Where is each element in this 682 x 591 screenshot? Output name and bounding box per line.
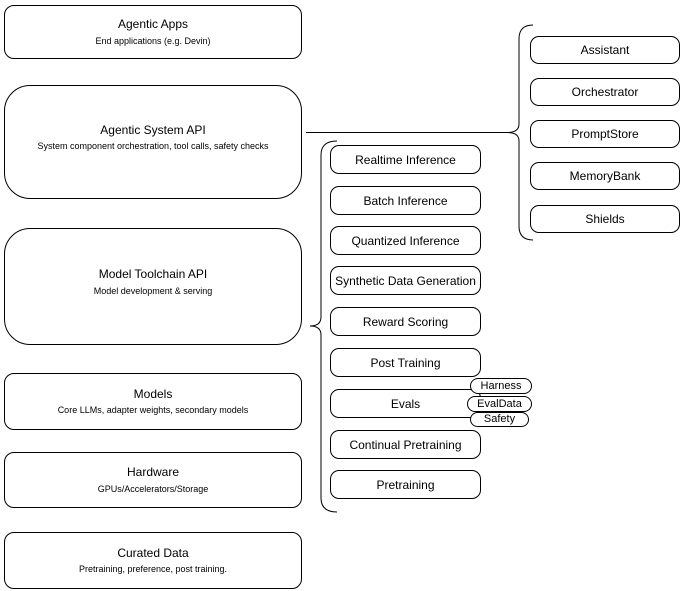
- tag-harness: Harness: [470, 378, 532, 394]
- node-title: Agentic Apps: [117, 17, 189, 32]
- node-models: Models Core LLMs, adapter weights, secon…: [4, 373, 302, 430]
- node-post-training: Post Training: [330, 348, 481, 377]
- node-quantized-inference: Quantized Inference: [330, 226, 481, 255]
- node-subtitle: System component orchestration, tool cal…: [37, 141, 269, 152]
- node-batch-inference: Batch Inference: [330, 186, 481, 215]
- node-evals: Evals: [330, 389, 481, 418]
- node-agentic-apps: Agentic Apps End applications (e.g. Devi…: [4, 5, 302, 59]
- node-hardware: Hardware GPUs/Accelerators/Storage: [4, 452, 302, 508]
- node-agentic-system-api: Agentic System API System component orch…: [4, 85, 302, 199]
- tag-safety: Safety: [470, 412, 529, 427]
- node-pretraining: Pretraining: [330, 470, 481, 499]
- node-title: Curated Data: [117, 545, 189, 560]
- node-subtitle: Model development & serving: [93, 285, 213, 296]
- node-assistant: Assistant: [530, 36, 680, 64]
- node-continual-pretraining: Continual Pretraining: [330, 430, 481, 459]
- node-subtitle: GPUs/Accelerators/Storage: [97, 483, 209, 494]
- node-reward-scoring: Reward Scoring: [330, 307, 481, 336]
- node-realtime-inference: Realtime Inference: [330, 145, 481, 174]
- node-title: Models: [133, 386, 173, 401]
- node-title: Agentic System API: [100, 122, 206, 137]
- node-shields: Shields: [530, 205, 680, 233]
- node-promptstore: PromptStore: [530, 120, 680, 148]
- node-title: Hardware: [126, 465, 180, 480]
- node-model-toolchain-api: Model Toolchain API Model development & …: [4, 228, 302, 345]
- node-memorybank: MemoryBank: [530, 162, 680, 190]
- node-title: Model Toolchain API: [98, 267, 208, 282]
- node-subtitle: Pretraining, preference, post training.: [78, 564, 228, 575]
- node-subtitle: End applications (e.g. Devin): [95, 35, 211, 46]
- tag-evaldata: EvalData: [467, 396, 532, 412]
- node-orchestrator: Orchestrator: [530, 78, 680, 106]
- node-synthetic-data-generation: Synthetic Data Generation: [330, 266, 481, 295]
- node-subtitle: Core LLMs, adapter weights, secondary mo…: [57, 405, 249, 416]
- node-curated-data: Curated Data Pretraining, preference, po…: [4, 532, 302, 589]
